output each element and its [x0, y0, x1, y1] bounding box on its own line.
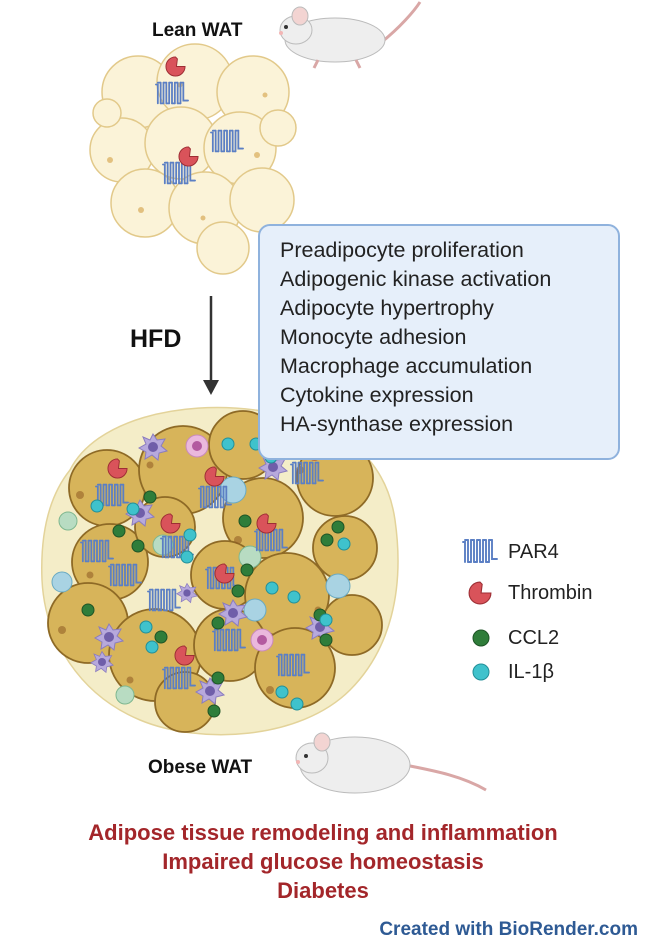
ccl2-dot-icon — [472, 629, 490, 647]
effects-list: Preadipocyte proliferation Adipogenic ki… — [260, 226, 618, 439]
par4-receptor-icon — [108, 563, 142, 587]
legend-label: PAR4 — [508, 541, 559, 563]
outcome-line: Impaired glucose homeostasis — [162, 849, 484, 874]
par4-receptor-icon — [276, 653, 310, 677]
legend-item-ccl2: CCL2 — [462, 622, 642, 656]
effect-item: Monocyte adhesion — [280, 325, 467, 349]
outcome-line: Adipose tissue remodeling and inflammati… — [88, 820, 558, 845]
effect-item: Cytokine expression — [280, 383, 474, 407]
mast-cell-icon — [250, 628, 274, 652]
par4-receptor-icon — [462, 539, 498, 563]
lean-wat-tissue — [89, 43, 297, 275]
outcomes: Adipose tissue remodeling and inflammati… — [0, 818, 646, 905]
legend-label: IL-1β — [508, 661, 554, 683]
hfd-label: HFD — [130, 325, 182, 353]
par4-receptor-icon — [147, 588, 181, 612]
par4-receptor-icon — [155, 81, 189, 105]
mast-cell-icon — [185, 434, 209, 458]
il1b-dot-icon — [472, 663, 490, 681]
effects-box: Preadipocyte proliferation Adipogenic ki… — [258, 224, 620, 460]
biorender-credit: Created with BioRender.com — [379, 919, 638, 940]
legend-item-thrombin: Thrombin — [462, 577, 642, 611]
effect-item: Preadipocyte proliferation — [280, 238, 524, 262]
legend-item-par4: PAR4 — [462, 536, 642, 570]
par4-receptor-icon — [212, 628, 246, 652]
par4-receptor-icon — [210, 129, 244, 153]
legend-item-il1b: IL-1β — [462, 656, 642, 690]
obese-wat-tissue — [41, 406, 399, 736]
par4-receptor-icon — [198, 485, 232, 509]
effect-item: HA-synthase expression — [280, 412, 514, 436]
thrombin-icon — [468, 581, 492, 605]
lean-wat-label: Lean WAT — [152, 20, 243, 41]
par4-receptor-icon — [80, 539, 114, 563]
par4-receptor-icon — [290, 461, 324, 485]
hfd-arrow — [203, 296, 219, 395]
effect-item: Macrophage accumulation — [280, 354, 533, 378]
lean-mouse-icon — [279, 1, 422, 69]
obese-mouse-icon — [295, 732, 487, 794]
obese-wat-label: Obese WAT — [148, 757, 253, 778]
par4-receptor-icon — [254, 528, 288, 552]
legend-label: Thrombin — [508, 582, 593, 604]
par4-receptor-icon — [162, 666, 196, 690]
effect-item: Adipocyte hypertrophy — [280, 296, 494, 320]
legend-label: CCL2 — [508, 627, 560, 649]
effect-item: Adipogenic kinase activation — [280, 267, 552, 291]
outcome-line: Diabetes — [277, 878, 369, 903]
